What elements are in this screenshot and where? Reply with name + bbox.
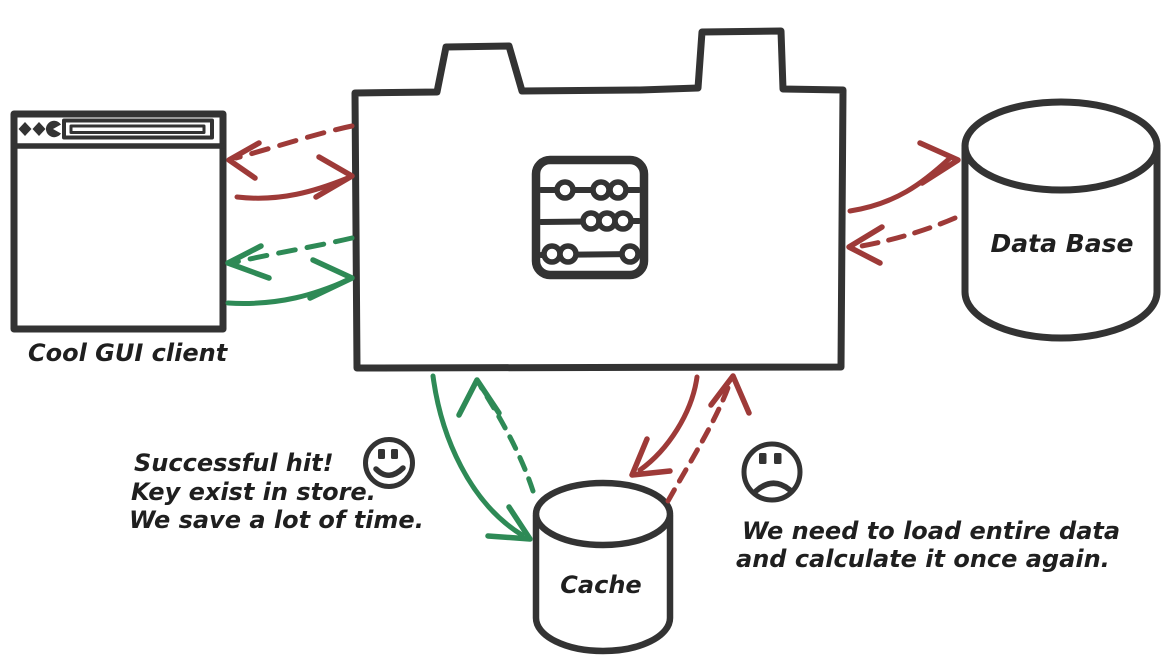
cache-label: Cache	[560, 571, 641, 599]
sad-face-frown	[753, 480, 793, 494]
sad-face-icon	[741, 441, 803, 503]
happy-face-smile	[373, 465, 406, 478]
cache-miss-note: We need to load entire data and calculat…	[736, 517, 1120, 573]
sad-face-eye	[759, 453, 767, 464]
abacus-icon	[531, 155, 649, 280]
database-body	[961, 144, 1161, 342]
address-bar-slot	[69, 124, 206, 134]
response-dashed-arrow-line	[233, 123, 355, 161]
database-label: Data Base	[991, 229, 1134, 258]
miss-note-line: and calculate it once again.	[736, 545, 1110, 573]
happy-face-eye	[391, 449, 398, 459]
hit-response-dashed-arrowhead	[225, 243, 272, 281]
client-label: Cool GUI client	[28, 339, 229, 367]
cache-hit-note: Successful hit! Key exist in store. We s…	[129, 449, 424, 534]
hit-request-solid-arrow-line	[225, 277, 351, 306]
db-response-dashed-arrowhead	[846, 224, 885, 266]
db-query-solid-arrowhead	[917, 140, 961, 186]
gui-client-window	[10, 110, 227, 333]
cache-top	[532, 479, 674, 549]
miss-note-line: We need to load entire data	[742, 517, 1120, 545]
db-response-dashed-arrow-line	[853, 215, 958, 250]
browser-window-frame	[10, 110, 227, 333]
client-server-request-arrows	[226, 123, 355, 201]
sad-face-eye	[774, 453, 782, 464]
server-cache-hit-arrows	[430, 373, 536, 542]
cache-store-solid-arrowhead	[485, 504, 533, 542]
hit-request-solid-arrowhead	[307, 257, 355, 301]
request-solid-arrowhead	[313, 154, 355, 200]
db-query-solid-arrow-line	[847, 155, 953, 214]
cache-lookup-solid-arrow-line	[637, 374, 700, 473]
client-server-hit-arrows	[225, 235, 355, 306]
cache-miss-dashed-arrowhead	[708, 373, 752, 416]
hit-note-line: We save a lot of time.	[129, 506, 424, 534]
cache-store-solid-arrow-line	[430, 373, 525, 538]
cache-hit-dashed-arrowhead	[456, 377, 502, 418]
happy-face-eye	[378, 449, 385, 459]
window-control-icon	[32, 122, 46, 136]
server-cache-miss-arrows	[629, 373, 752, 504]
response-dashed-arrowhead	[226, 140, 262, 181]
server-database-arrows	[846, 140, 961, 266]
hit-note-line: Key exist in store.	[131, 478, 376, 506]
hit-response-dashed-arrow-line	[233, 235, 355, 265]
cache-lookup-solid-arrowhead	[629, 436, 673, 478]
cache-cylinder	[532, 479, 674, 655]
database-cylinder	[961, 98, 1161, 342]
cache-miss-dashed-arrow-line	[665, 382, 732, 504]
server-building	[351, 27, 847, 372]
hit-note-line: Successful hit!	[134, 449, 334, 477]
window-control-icon	[18, 122, 32, 136]
browser-menu-icon	[45, 120, 61, 138]
database-top	[961, 98, 1161, 194]
happy-face-icon	[363, 437, 415, 489]
cache-body	[532, 512, 674, 655]
